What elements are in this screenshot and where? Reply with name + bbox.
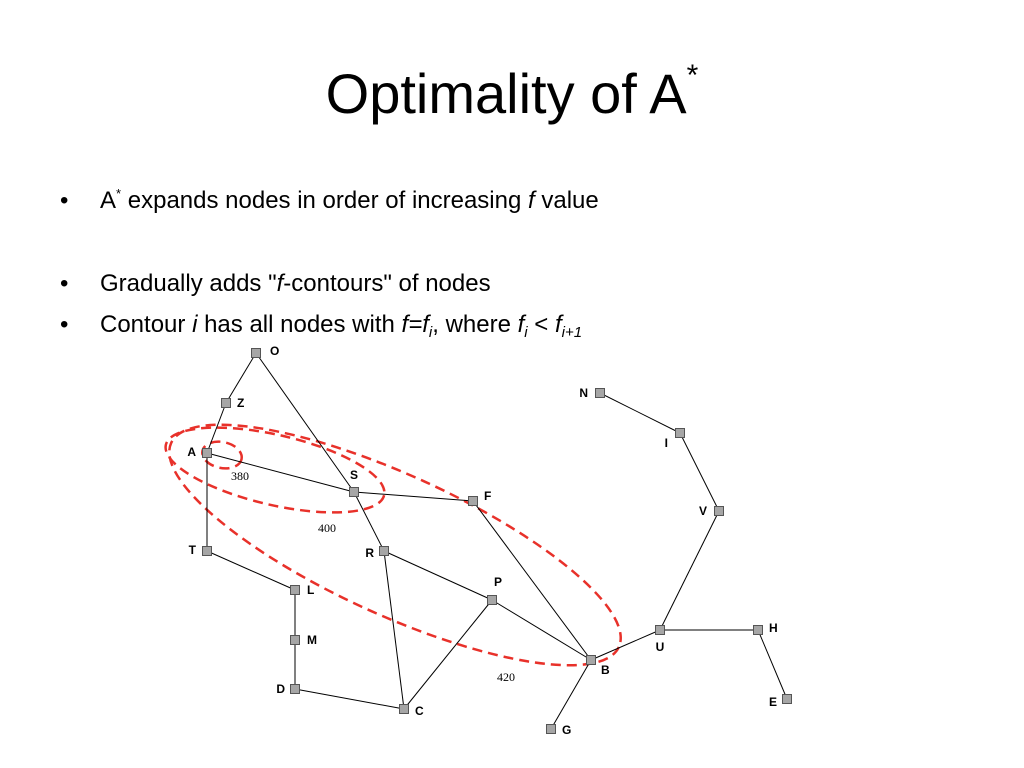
node-label-g: G [562, 723, 571, 737]
node-label-z: Z [237, 396, 244, 410]
bullet-text-part: value [534, 187, 599, 214]
node-label-b: B [601, 663, 610, 677]
title-text: Optimality of A [325, 62, 687, 125]
bullet-text-part: -contours" of nodes [283, 270, 491, 297]
bullet-text-subscript: i [524, 324, 528, 341]
edge-f-b [472, 500, 592, 661]
edge-p-c [403, 599, 493, 710]
node-z [221, 398, 231, 408]
contour-label-380: 380 [231, 469, 249, 483]
node-p [487, 595, 497, 605]
edge-b-u [590, 629, 661, 661]
node-label-f: F [484, 489, 491, 503]
node-label-p: P [494, 575, 502, 589]
bullet-text-superscript: * [116, 186, 122, 201]
bullet-text: Gradually adds "f-contours" of nodes [100, 269, 491, 299]
bullet-text-italic: f=f [401, 311, 429, 338]
node-i [675, 428, 685, 438]
contour-label-420: 420 [497, 670, 515, 684]
node-b [586, 655, 596, 665]
node-s [349, 487, 359, 497]
node-label-a: A [187, 445, 196, 459]
node-label-d: D [276, 682, 285, 696]
contour-ellipse-420 [168, 423, 622, 667]
node-m [290, 635, 300, 645]
node-c [399, 704, 409, 714]
node-label-i: I [665, 436, 668, 450]
node-a [202, 448, 212, 458]
node-label-o: O [270, 344, 279, 358]
node-g [546, 724, 556, 734]
node-label-l: L [307, 583, 314, 597]
bullet-marker: • [60, 311, 69, 338]
node-u [655, 625, 665, 635]
node-label-t: T [189, 543, 197, 557]
bullet-text-italic: i [192, 311, 198, 338]
edge-u-v [659, 510, 720, 631]
bullet-text-part: Contour [100, 311, 193, 338]
edge-o-z [225, 352, 257, 404]
bullet-text-subscript: i+1 [561, 324, 583, 341]
node-label-u: U [656, 640, 665, 654]
title-superscript: * [686, 59, 699, 92]
node-n [595, 388, 605, 398]
node-label-m: M [307, 633, 317, 647]
node-label-e: E [769, 695, 777, 709]
bullet-text-part: has all nodes with [197, 311, 402, 338]
node-label-s: S [350, 468, 358, 482]
bullet-text-italic: f [517, 311, 525, 338]
edge-p-b [491, 599, 592, 661]
bullet-marker: • [60, 270, 69, 297]
edge-t-l [206, 550, 296, 591]
node-e [782, 694, 792, 704]
contour-ellipse-400 [164, 426, 386, 514]
edge-h-e [757, 629, 788, 700]
bullet-text: A* expands nodes in order of increasing … [100, 186, 599, 216]
node-l [290, 585, 300, 595]
bullet-text-part: Gradually adds " [100, 270, 277, 297]
bullet-text-italic: f [276, 270, 284, 297]
edge-r-p [383, 550, 493, 601]
edge-d-c [294, 688, 405, 710]
node-v [714, 506, 724, 516]
edge-r-c [383, 550, 405, 710]
bullet-text-part: , where [432, 311, 518, 338]
bullet-text-italic: f [554, 311, 562, 338]
node-label-v: V [699, 504, 707, 518]
bullet-text-part: < [527, 311, 555, 338]
bullet-text-part: A [100, 187, 117, 214]
slide-title: Optimality of A* [0, 58, 1024, 130]
bullet-marker: • [60, 187, 69, 214]
bullet-text-italic: f [528, 187, 535, 214]
node-f [468, 496, 478, 506]
node-label-c: C [415, 704, 424, 718]
node-label-n: N [579, 386, 588, 400]
node-label-r: R [365, 546, 374, 560]
contour-label-400: 400 [318, 521, 336, 535]
edge-s-f [353, 491, 474, 502]
bullet-text: Contour i has all nodes with f=fi, where… [100, 310, 582, 340]
edge-a-s [206, 452, 355, 493]
node-d [290, 684, 300, 694]
edge-b-g [550, 659, 592, 730]
edge-v-i [679, 432, 720, 512]
node-t [202, 546, 212, 556]
node-h [753, 625, 763, 635]
node-r [379, 546, 389, 556]
node-label-h: H [769, 621, 778, 635]
edge-o-s [255, 352, 355, 493]
node-o [251, 348, 261, 358]
edge-z-a [206, 402, 227, 454]
bullet-text-subscript: i [428, 324, 433, 341]
bullet-text-part: expands nodes in order of increasing [121, 187, 528, 214]
edge-i-n [599, 392, 681, 434]
edge-s-r [353, 491, 385, 552]
